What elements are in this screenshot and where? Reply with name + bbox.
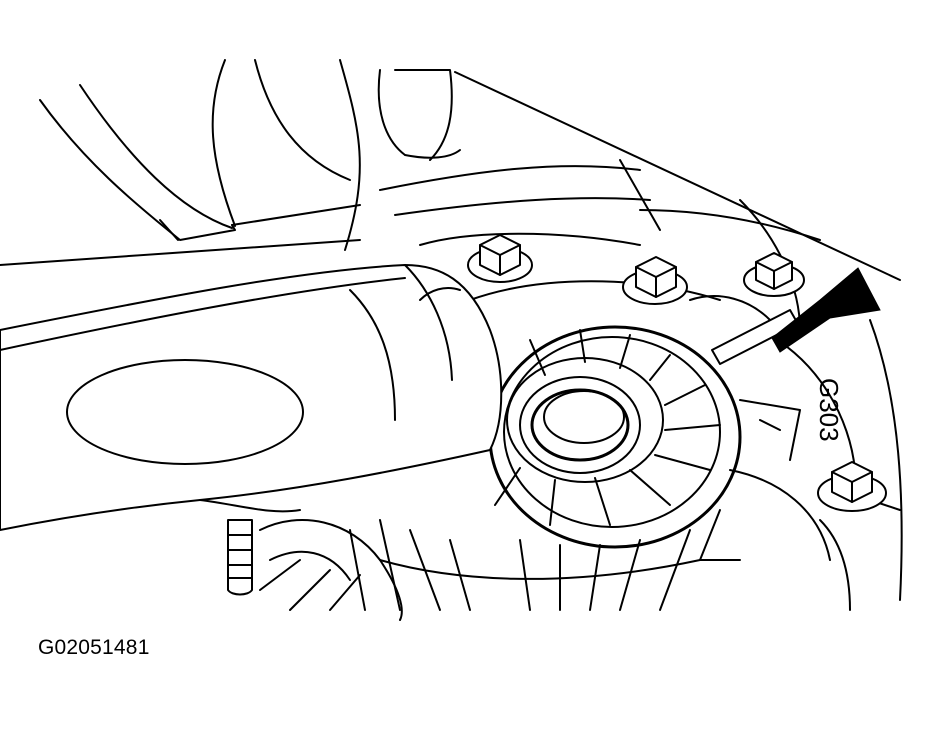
pointer-arrow	[711, 267, 881, 365]
ribbed-lower-housing	[259, 509, 741, 621]
bolt-2	[622, 256, 688, 305]
stud-bolt	[227, 519, 253, 596]
casting-mark: G303	[814, 378, 844, 442]
oil-seal	[488, 325, 742, 549]
body-frame-panel	[0, 59, 461, 266]
casting-mark-text: G303	[814, 378, 844, 442]
bolt-3	[743, 252, 805, 297]
axle-tube	[0, 264, 503, 531]
bolt-1	[467, 234, 533, 283]
bolt-4	[817, 461, 887, 512]
figure-id-label: G02051481	[38, 636, 150, 659]
